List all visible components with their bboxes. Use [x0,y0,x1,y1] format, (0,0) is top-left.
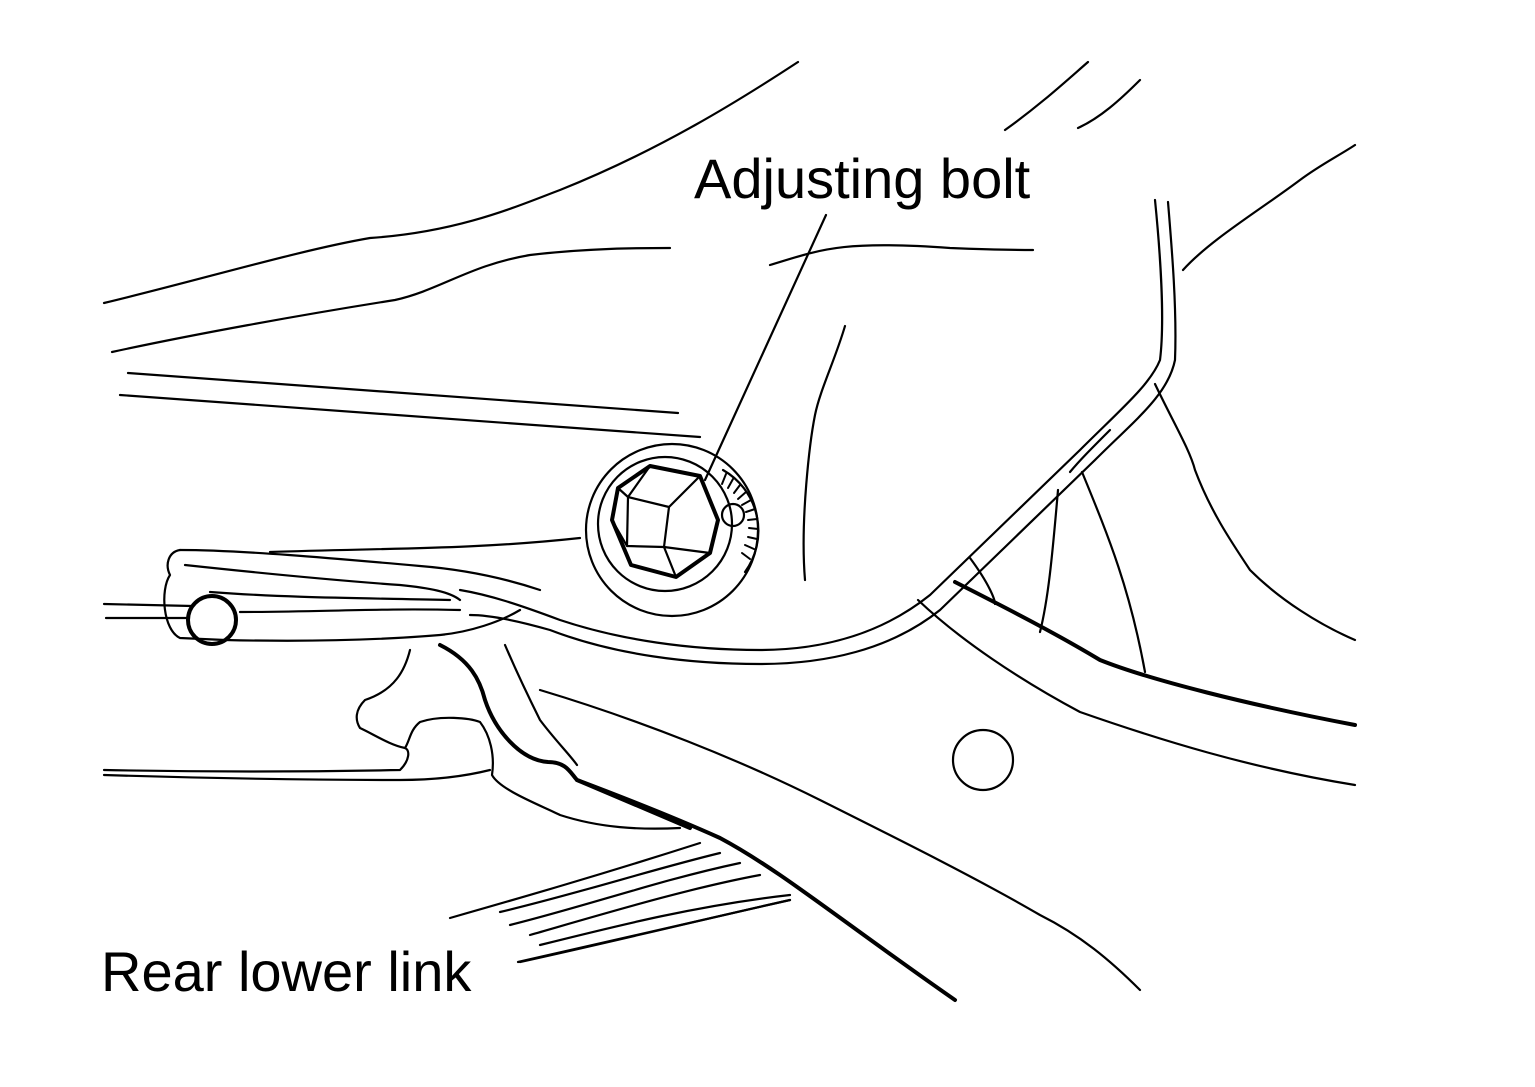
rear-lower-link-label: Rear lower link [101,940,472,1003]
adjusting-bolt-label: Adjusting bolt [694,147,1031,210]
bolt-washer-inner [596,455,734,593]
link-bolt-hole [951,728,1015,792]
upper-arm [102,536,582,646]
adjusting-bolt-assembly [584,442,760,618]
upper-body-lines [102,60,1357,642]
pivot-eye [186,594,238,646]
adjustment-scale [721,473,759,560]
rear-lower-link [102,428,1357,1002]
mounting-bracket [458,198,1177,666]
leader-line-rear-lower-link [516,898,792,964]
bolt-hex-face [625,495,671,549]
alignment-mark-hole [720,502,746,528]
lower-rods [448,841,792,964]
leader-line-adjusting-bolt [703,213,828,482]
